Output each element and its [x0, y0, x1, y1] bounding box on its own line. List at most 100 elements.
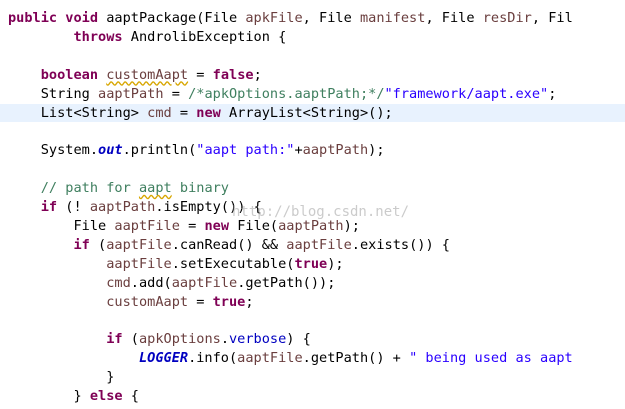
code-line[interactable]: } [0, 368, 625, 386]
code-line[interactable]: boolean customAapt = false; [0, 66, 625, 84]
code-line[interactable] [0, 122, 625, 140]
code-token: ; [548, 85, 557, 102]
code-token [8, 275, 106, 291]
code-token: ); [343, 217, 360, 234]
code-token: } [8, 388, 90, 404]
code-token [8, 237, 73, 253]
code-token: } [8, 369, 115, 386]
code-token: = [188, 293, 213, 310]
code-token [8, 29, 73, 45]
code-token: .setExecutable( [171, 255, 295, 272]
code-line-text [0, 161, 8, 177]
code-token: aapt [138, 180, 172, 197]
code-token: List<String> [8, 104, 148, 121]
code-line-text: } [0, 369, 114, 385]
code-token: true [212, 293, 246, 310]
code-token: .getPath()); [237, 274, 336, 291]
code-token: throws [73, 28, 123, 45]
code-token: .add( [130, 274, 172, 291]
code-line[interactable]: throws AndrolibException { [0, 28, 625, 46]
code-token: /*apkOptions.aaptPath;*/ [188, 85, 385, 102]
code-line[interactable]: File aaptFile = new File(aaptPath); [0, 217, 625, 235]
code-token: .exists()) { [351, 236, 450, 253]
code-token: if [73, 236, 90, 253]
code-token: (! [57, 199, 90, 215]
code-line-text: // path for aapt binary [0, 180, 229, 196]
code-line-text: LOGGER.info(aaptFile.getPath() + " being… [0, 350, 573, 366]
code-token: , File [302, 10, 360, 26]
code-line[interactable]: // path for aapt binary [0, 179, 625, 197]
code-line-text: String aaptPath = /*apkOptions.aaptPath;… [0, 85, 557, 102]
code-token: if [106, 331, 123, 348]
code-line-text: aaptFile.setExecutable(true); [0, 255, 344, 272]
code-token: ); [327, 255, 344, 272]
code-token: "aapt path:" [196, 142, 295, 159]
code-token [8, 67, 41, 83]
code-token: aaptPath [89, 199, 156, 215]
code-line[interactable]: if (! aaptPath.isEmpty()) { [0, 198, 625, 216]
code-token: = [179, 217, 205, 234]
code-token: , File [425, 10, 483, 26]
code-token: ; [253, 66, 262, 83]
code-line-text: } else { [0, 388, 139, 404]
code-token: aaptFile [237, 350, 303, 367]
code-line-text: if (! aaptPath.isEmpty()) { [0, 199, 262, 215]
code-token: ArrayList<String>(); [220, 104, 393, 121]
code-line[interactable]: customAapt = true; [0, 293, 625, 311]
code-token: new [204, 217, 230, 234]
current-code-line[interactable]: List<String> cmd = new ArrayList<String>… [0, 103, 625, 122]
code-line[interactable]: cmd.add(aaptFile.getPath()); [0, 274, 625, 292]
code-token: AndrolibException { [122, 28, 287, 45]
code-token: " being used as aapt [409, 350, 573, 367]
code-token: verbose [229, 331, 287, 348]
code-line[interactable] [0, 47, 625, 65]
code-line[interactable]: String aaptPath = /*apkOptions.aaptPath;… [0, 85, 625, 103]
code-token: if [40, 199, 58, 215]
code-line[interactable] [0, 160, 625, 178]
code-line[interactable]: System.out.println("aapt path:"+aaptPath… [0, 141, 625, 159]
code-token: resDir [482, 10, 532, 26]
code-token: File [8, 217, 115, 234]
code-line-text: if (apkOptions.verbose) { [0, 331, 311, 347]
code-token: + [294, 142, 303, 159]
code-token: aaptPackage(File [106, 10, 246, 26]
code-token: LOGGER [138, 350, 189, 367]
code-token: ) { [286, 331, 311, 348]
code-token: apkFile [245, 10, 303, 26]
code-line[interactable]: } else { [0, 387, 625, 405]
code-token: aaptFile [106, 236, 172, 253]
code-token [8, 331, 106, 347]
code-line-text [0, 312, 8, 328]
code-line-text [0, 48, 8, 64]
code-line-text: cmd.add(aaptFile.getPath()); [0, 275, 335, 291]
code-line-text: File aaptFile = new File(aaptPath); [0, 218, 360, 234]
code-token: .info( [188, 350, 238, 367]
code-line[interactable]: LOGGER.info(aaptFile.getPath() + " being… [0, 349, 625, 367]
code-token: ); [368, 142, 385, 159]
code-line[interactable]: aaptFile.setExecutable(true); [0, 255, 625, 273]
code-token: binary [171, 180, 229, 197]
code-token: // path for [8, 180, 139, 197]
code-token: = [188, 66, 213, 83]
code-line[interactable]: if (aaptFile.canRead() && aaptFile.exist… [0, 236, 625, 254]
code-token: aaptFile [171, 274, 238, 291]
code-line[interactable]: public void aaptPackage(File apkFile, Fi… [0, 9, 625, 27]
code-token: ( [89, 236, 107, 253]
code-token: aaptFile [114, 217, 180, 234]
code-line[interactable]: if (apkOptions.verbose) { [0, 330, 625, 348]
code-token: "framework/aapt.exe" [384, 85, 549, 102]
code-line[interactable] [0, 311, 625, 329]
code-token: aaptFile [286, 236, 352, 253]
code-token: aaptPath [98, 85, 164, 102]
code-token [98, 67, 106, 83]
code-line-text: boolean customAapt = false; [0, 67, 262, 83]
code-token: else [89, 388, 123, 404]
code-token: = [171, 104, 197, 121]
code-token [8, 350, 139, 366]
code-token [8, 199, 41, 215]
code-token [8, 294, 106, 310]
code-token: new [196, 104, 221, 121]
code-token: String [8, 85, 99, 102]
code-token: , Fil [531, 10, 573, 26]
